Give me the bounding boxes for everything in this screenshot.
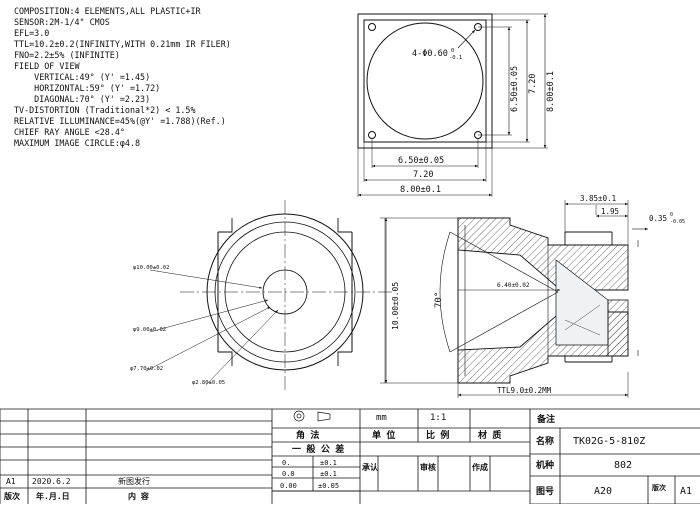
- tb-note-label: 备注: [536, 413, 555, 425]
- dim-mid-v: 7.20: [528, 74, 538, 94]
- front-d4: φ2.80±0.05: [192, 380, 225, 386]
- front-view: [145, 200, 392, 392]
- side-inner-dia: 6.40±0.02: [497, 282, 530, 289]
- tb-tol-v2: ±0.05: [318, 482, 339, 490]
- side-height: 10.00±0.05: [391, 282, 400, 330]
- dim-outer-h: 8.00±0.1: [400, 185, 441, 195]
- rev-date: 2020.6.2: [32, 477, 71, 486]
- tb-name-label: 名称: [536, 435, 554, 447]
- spec-line: FNO=2.2±5% (INFINITE): [14, 50, 120, 60]
- side-top-b: 1.95: [601, 207, 619, 216]
- side-top-c-tol-lower: -0.05: [670, 219, 685, 225]
- tb-make: 作成: [472, 462, 488, 472]
- mount-hole: [368, 23, 376, 31]
- spec-line: RELATIVE ILLUMINANCE=45%(@Y' =1.788)(Ref…: [14, 116, 226, 126]
- top-view-lens-circle: [366, 22, 484, 140]
- tb-header-unit: 单 位: [372, 429, 395, 441]
- col-version: 版次: [3, 491, 20, 501]
- tb-model-value: 802: [614, 460, 632, 471]
- tb-tol-k1: 0.0: [282, 470, 295, 478]
- spec-line: CHIEF RAY ANGLE <28.4°: [14, 127, 125, 137]
- tb-tol-v0: ±0.1: [320, 459, 337, 467]
- hole-tol-lower: -0.1: [449, 55, 462, 61]
- spec-line: TTL=10.2±0.2(INFINITY,WITH 0.21mm IR FIL…: [14, 39, 231, 49]
- mount-hole: [368, 131, 376, 139]
- spec-line: VERTICAL:49° (Y' =1.45): [14, 72, 151, 82]
- tb-unit: mm: [376, 413, 387, 423]
- tb-model-label: 机种: [536, 459, 554, 471]
- tb-version-value: A1: [680, 486, 692, 497]
- spec-line: COMPOSITION:4 ELEMENTS,ALL PLASTIC+IR: [14, 6, 201, 16]
- side-view: [380, 200, 648, 398]
- top-view-outer-square: [357, 13, 493, 149]
- hole-note: 4-Φ0.60: [412, 49, 448, 59]
- tb-scale: 1:1: [430, 413, 446, 423]
- spec-line: EFL=3.0: [14, 28, 50, 38]
- col-date: 年.月.日: [36, 491, 70, 501]
- side-ttl: TTL9.0±0.2MM: [497, 386, 552, 395]
- front-d2: φ9.00±0.02: [133, 327, 166, 333]
- dim-inner-h: 6.50±0.05: [398, 156, 444, 166]
- front-d3: φ7.70±0.02: [130, 366, 163, 372]
- tb-tol-k2: 0.00: [280, 482, 297, 490]
- tb-name-value: TK02G-5-810Z: [573, 436, 645, 447]
- tb-approve: 承认: [362, 462, 379, 472]
- spec-line: TV-DISTORTION (Traditional*2) < 1.5%: [14, 105, 196, 115]
- spec-line: DIAGONAL:70° (Y' =2.23): [14, 94, 151, 104]
- tb-tol-title: 一 般 公 差: [292, 443, 344, 455]
- spec-line: SENSOR:2M-1/4" CMOS: [14, 17, 110, 27]
- side-top-c-tol-upper: 0: [670, 212, 673, 218]
- tb-tol-k0: 0.: [282, 459, 290, 467]
- tb-drawing-no-label: 图号: [536, 486, 554, 497]
- col-content: 内 容: [128, 491, 149, 501]
- hole-tol-upper: 0: [451, 48, 454, 54]
- spec-line: MAXIMUM IMAGE CIRCLE:φ4.8: [14, 138, 141, 148]
- side-top-c: 0.35: [649, 214, 667, 223]
- dim-outer-v: 8.00±0.1: [546, 71, 556, 112]
- tb-tol-v1: ±0.1: [320, 470, 337, 478]
- dim-mid-h: 7.20: [413, 170, 433, 180]
- dim-inner-v: 6.50±0.05: [510, 66, 520, 112]
- front-d1: φ10.00±0.02: [133, 265, 169, 271]
- spec-line: FIELD OF VIEW: [14, 61, 80, 71]
- tb-header-material: 材 质: [477, 429, 501, 441]
- aperture-circle: [262, 269, 308, 315]
- top-view: [357, 13, 548, 197]
- tb-version-label: 版次: [652, 483, 666, 492]
- side-angle: 70°: [434, 292, 444, 308]
- rev-content: 新图发行: [118, 476, 150, 486]
- tb-review: 审核: [420, 462, 436, 472]
- tb-header-angle: 角 法: [296, 429, 319, 441]
- rev-version: A1: [6, 477, 16, 486]
- top-view-inner-square: [363, 19, 487, 143]
- tb-header-scale: 比 例: [426, 429, 449, 441]
- side-top-a: 3.85±0.1: [580, 194, 616, 203]
- tb-drawing-no-value: A20: [594, 486, 612, 497]
- outer-barrel-circle: [206, 213, 364, 371]
- spec-line: HORIZONTAL:59° (Y' =1.72): [14, 83, 161, 93]
